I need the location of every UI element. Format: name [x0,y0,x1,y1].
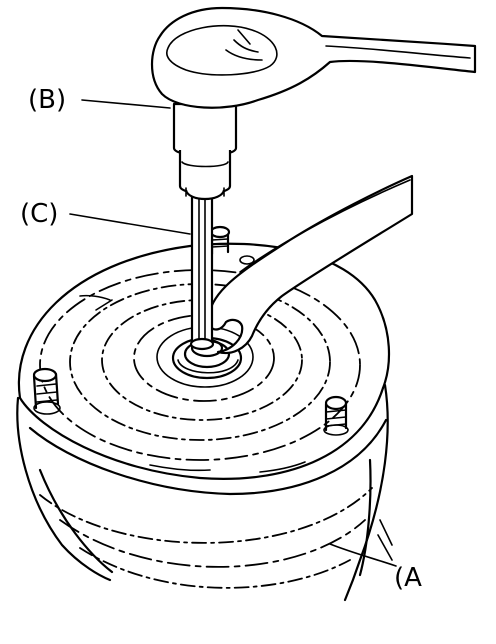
stud-bolt-left [32,367,61,415]
label-b: (B) [28,85,66,115]
open-end-wrench-icon [207,174,414,355]
ratchet-wrench-icon [151,6,477,109]
socket-adapter [172,102,238,201]
stud-bolt-rear [209,225,231,256]
label-a: (A [394,563,422,593]
hex-bit-socket-icon [189,188,215,351]
leader-line-b [81,99,171,109]
stud-bolt-right [323,395,349,436]
leader-line-a [329,543,397,567]
label-c: (C) [20,199,58,229]
leader-line-c [69,213,191,235]
strut-assembly-icon [16,225,393,602]
